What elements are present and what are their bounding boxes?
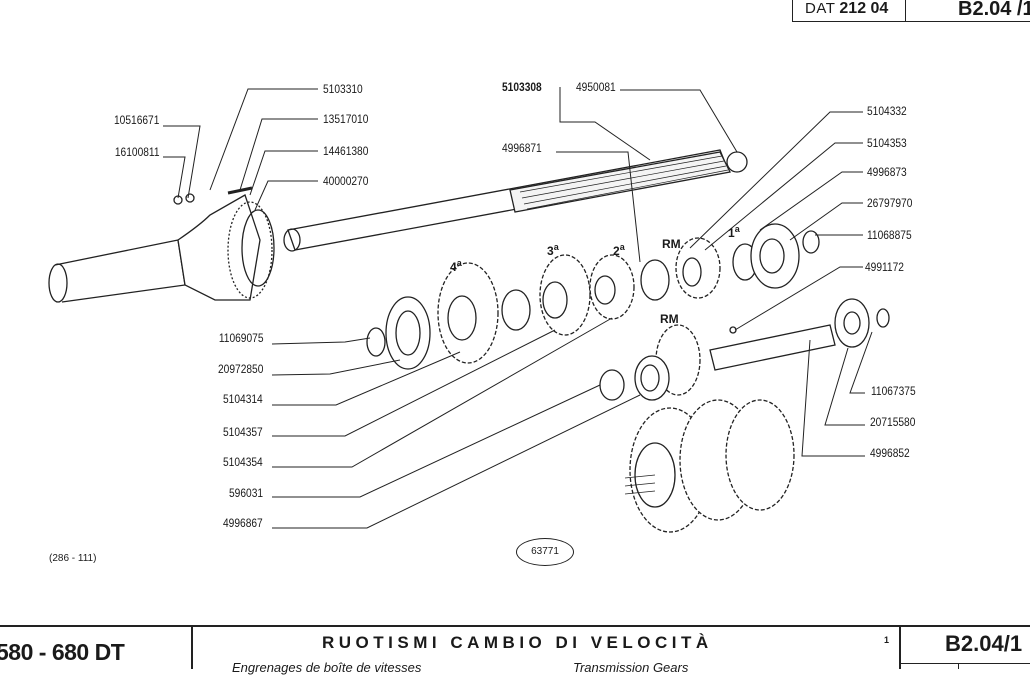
part-label: 16100811 xyxy=(114,145,159,159)
part-label: 26797970 xyxy=(867,196,913,210)
part-label: 20715580 xyxy=(870,415,916,429)
gear-number: 4 xyxy=(450,260,457,274)
exploded-gearbox-drawing xyxy=(48,87,890,533)
ordinal-suffix: a xyxy=(734,224,740,234)
divider xyxy=(191,627,193,669)
part-label: 5103310 xyxy=(323,82,363,96)
title-block: 580 - 680 DT RUOTISMI CAMBIO DI VELOCITÀ… xyxy=(0,625,1030,675)
gear-label-second: 2a xyxy=(613,242,625,258)
leader-lines xyxy=(163,87,873,529)
part-label: 596031 xyxy=(228,486,263,500)
page-title: RUOTISMI CAMBIO DI VELOCITÀ xyxy=(322,633,713,652)
part-label: 4996871 xyxy=(502,141,542,155)
gear-label-third: 3a xyxy=(547,242,559,258)
part-label: 4996852 xyxy=(870,446,910,460)
gear-number: 2 xyxy=(613,244,620,258)
part-label: 13517010 xyxy=(323,112,369,126)
dat-prefix: DAT xyxy=(805,0,836,17)
divider xyxy=(899,627,901,669)
part-label: 4991172 xyxy=(865,260,904,274)
ordinal-suffix: a xyxy=(456,258,462,268)
model-name: 580 - 680 DT xyxy=(0,639,125,665)
divider xyxy=(900,663,1030,664)
part-label: 10516671 xyxy=(113,113,159,127)
page-reference-top: B2.04 /1 xyxy=(905,0,1030,22)
gear-label-reverse-bottom: RM xyxy=(660,312,679,326)
countershaft-assembly xyxy=(599,298,890,533)
output-tube-housing xyxy=(48,186,275,303)
part-label: 40000270 xyxy=(323,174,369,188)
part-label: 14461380 xyxy=(323,144,369,158)
gear-number: 3 xyxy=(547,244,554,258)
divider xyxy=(958,663,959,669)
gear-label-first: 1a xyxy=(728,224,740,240)
figure-code: (286 - 111) xyxy=(49,553,97,564)
gear-number: 1 xyxy=(728,226,735,240)
page-reference-bottom: B2.04/1 xyxy=(945,631,1023,656)
ordinal-suffix: a xyxy=(619,242,625,252)
part-label: 20972850 xyxy=(217,362,263,376)
subtitle-english: Transmission Gears xyxy=(573,660,689,675)
ordinal-suffix: a xyxy=(553,242,559,252)
assembly-label: 5103308 xyxy=(502,80,542,94)
subtitle-french: Engrenages de boîte de vitesses xyxy=(232,660,422,675)
part-label: 5104354 xyxy=(223,455,263,469)
figure-number: 63771 xyxy=(516,538,574,566)
input-shaft xyxy=(283,149,731,252)
part-label: 5104314 xyxy=(223,392,263,406)
part-label: 5104353 xyxy=(867,136,907,150)
part-label: 11067375 xyxy=(871,384,916,398)
part-label: 4950081 xyxy=(576,80,616,94)
part-label: 4996873 xyxy=(867,165,907,179)
upper-gears xyxy=(366,151,820,370)
dat-number: 212 04 xyxy=(839,0,889,17)
gear-label-reverse-top: RM xyxy=(662,237,681,251)
part-label: 4996867 xyxy=(223,516,263,530)
sheet-number: 1 xyxy=(884,635,890,645)
part-label: 11068875 xyxy=(867,228,912,242)
gear-label-fourth: 4a xyxy=(450,258,462,274)
part-label: 11069075 xyxy=(218,331,263,345)
part-label: 5104332 xyxy=(867,104,907,118)
part-label: 5104357 xyxy=(223,425,263,439)
